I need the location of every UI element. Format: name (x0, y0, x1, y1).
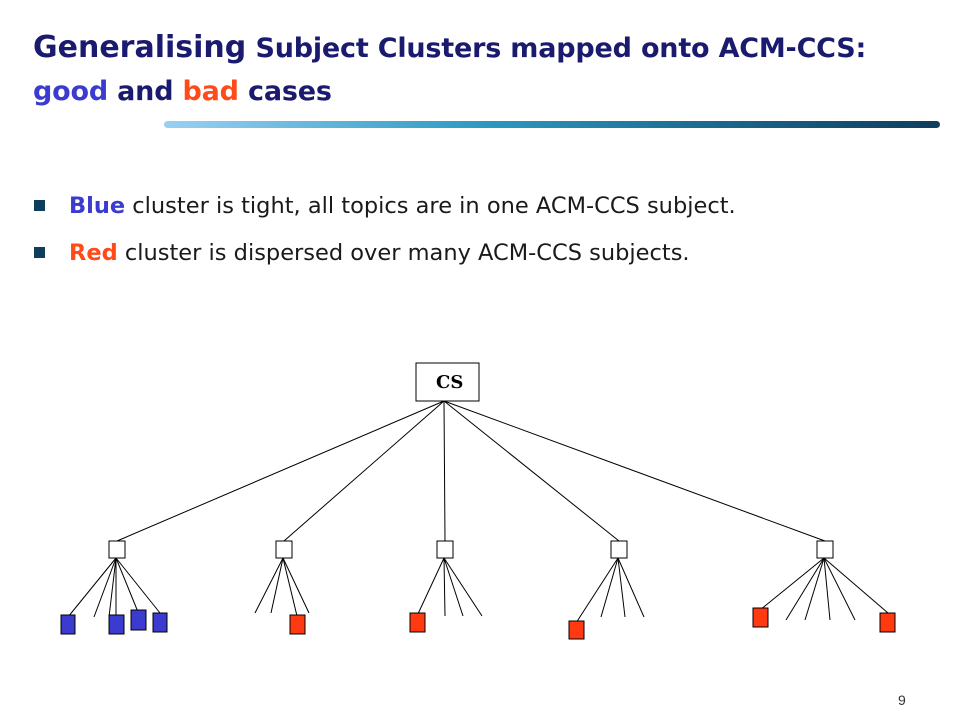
blue-topic-node (60, 614, 76, 635)
title-good-word: good (33, 76, 108, 107)
bullet-list: Blue cluster is tight, all topics are in… (34, 184, 736, 278)
subject-node-box (275, 540, 293, 559)
root-to-subject-edge (116, 400, 445, 542)
red-topic-node (568, 620, 585, 640)
root-to-subject-edge (443, 400, 620, 542)
title-underline (164, 121, 940, 128)
red-topic-node (752, 607, 769, 628)
subject-to-topic-edge (617, 557, 626, 618)
bullet-text: cluster is dispersed over many ACM-CCS s… (124, 240, 690, 266)
subject-to-topic-edge (67, 557, 117, 618)
bullet-square-icon (34, 247, 45, 258)
blue-topic-node (130, 609, 147, 631)
subject-to-topic-edge (823, 557, 856, 621)
subject-node-box (610, 540, 628, 559)
red-topic-node (879, 612, 896, 633)
title-lead: Generalising (33, 30, 247, 65)
page-number: 9 (898, 692, 906, 708)
subject-to-topic-edge (254, 557, 284, 614)
root-node-box (415, 362, 480, 402)
bullet-highlight-blue: Blue (69, 193, 126, 219)
subject-node-box (108, 540, 126, 559)
title-tail: cases (248, 76, 332, 107)
blue-topic-node (152, 612, 168, 633)
title-and-word: and (117, 76, 174, 107)
bullet-text: cluster is tight, all topics are in one … (132, 193, 736, 219)
subject-to-topic-edge (804, 557, 825, 621)
red-topic-node (409, 612, 426, 633)
subject-to-topic-edge (600, 557, 619, 618)
root-node-label: CS (436, 372, 463, 393)
root-to-subject-edge (283, 400, 445, 542)
tree-edges (67, 400, 889, 624)
subject-to-topic-edge (823, 557, 889, 614)
bullet-square-icon (34, 200, 45, 211)
subject-to-topic-edge (108, 557, 117, 618)
subject-to-topic-edge (823, 557, 831, 621)
subject-to-topic-edge (443, 557, 464, 617)
bullet-highlight-red: Red (69, 240, 118, 266)
subject-to-topic-edge (416, 557, 445, 617)
subject-to-topic-edge (282, 557, 298, 617)
subject-to-topic-edge (575, 557, 619, 624)
root-to-subject-edge (443, 400, 826, 542)
root-to-subject-edge (443, 400, 446, 542)
title-rest: Subject Clusters mapped onto ACM-CCS: (255, 33, 867, 64)
subject-to-topic-edge (93, 557, 117, 618)
red-topic-node (289, 614, 306, 635)
subject-to-topic-edge (115, 557, 161, 614)
bullet-blue-cluster: Blue cluster is tight, all topics are in… (34, 184, 736, 231)
bullet-red-cluster: Red cluster is dispersed over many ACM-C… (34, 231, 736, 278)
subject-to-topic-edge (617, 557, 645, 618)
blue-topic-node (108, 614, 125, 635)
slide-title: Generalising Subject Clusters mapped ont… (33, 26, 943, 113)
title-bad-word: bad (182, 76, 239, 107)
subject-to-topic-edge (785, 557, 825, 621)
subject-to-topic-edge (115, 557, 139, 613)
subject-node-box (436, 540, 454, 559)
subject-to-topic-edge (270, 557, 284, 614)
tree-nodes (60, 540, 896, 640)
subject-to-topic-edge (443, 557, 483, 617)
subject-to-topic-edge (282, 557, 310, 614)
subject-node-box (816, 540, 834, 559)
subject-to-topic-edge (759, 557, 825, 611)
subject-to-topic-edge (443, 557, 446, 617)
